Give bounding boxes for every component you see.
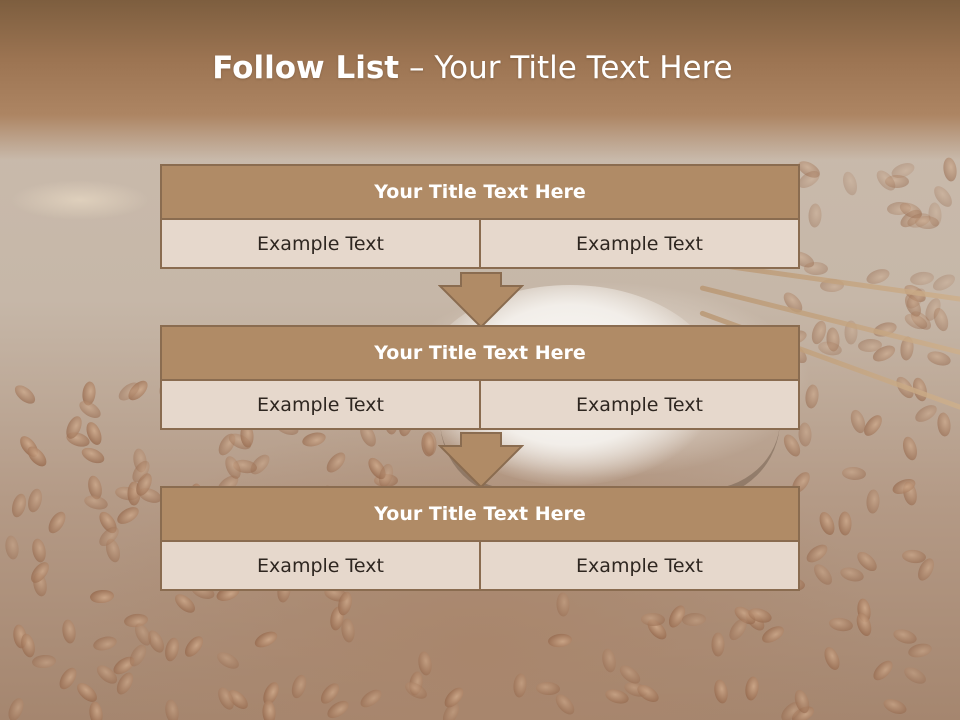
wheat-grain [803,540,831,566]
wheat-grain [743,675,761,702]
wheat-grain [712,678,730,705]
wheat-grain [600,647,618,674]
wheat-ear-image [10,180,150,220]
wheat-grain [853,610,874,638]
block-title: Your Title Text Here [160,164,800,220]
wheat-grain [901,663,929,687]
wheat-grain [91,634,119,653]
wheat-grain [26,486,45,514]
title-band [0,0,960,160]
wheat-grain [860,411,886,439]
block-title: Your Title Text Here [160,486,800,542]
wheat-grain [725,615,750,644]
wheat-grain [808,202,822,228]
wheat-grain [535,680,561,696]
wheat-grain [511,672,528,699]
wheat-grain [821,644,843,672]
wheat-grain [839,564,866,584]
list-block: Your Title Text Here Example Text Exampl… [160,325,800,430]
wheat-grain [552,691,578,719]
wheat-grain [900,435,920,463]
wheat-grain [881,696,909,717]
wheat-grain [402,678,430,702]
block-row: Example Text Example Text [160,542,800,591]
wheat-grain [11,381,39,407]
wheat-grain [711,632,725,657]
wheat-grain [252,628,280,651]
wheat-grain [634,681,662,706]
wheat-grain [810,560,836,588]
list-block: Your Title Text Here Example Text Exampl… [160,486,800,591]
wheat-grain [31,653,57,669]
list-block: Your Title Text Here Example Text Exampl… [160,164,800,269]
wheat-grain [4,695,27,720]
wheat-grain [936,411,952,437]
down-arrow-icon [438,272,524,328]
wheat-grain [214,648,242,673]
wheat-grain [842,466,867,482]
block-cell-left: Example Text [160,381,481,430]
wheat-grain [840,170,860,197]
wheat-grain [901,548,927,564]
wheat-grain [79,445,107,467]
block-row: Example Text Example Text [160,220,800,269]
wheat-grain [870,657,897,684]
slide-title: Follow List – Your Title Text Here [0,50,945,86]
wheat-grain [87,700,105,720]
wheat-grain [18,632,37,660]
wheat-grain [60,618,78,644]
wheat-grain [261,700,277,720]
wheat-grain [912,402,940,426]
wheat-grain [817,509,838,537]
wheat-grain [162,636,181,663]
wheat-grain [681,612,707,627]
wheat-grain [891,626,919,646]
wheat-grain [885,174,910,188]
wheat-grain [89,589,115,605]
block-cell-right: Example Text [481,220,800,269]
wheat-grain [300,429,327,449]
wheat-grain [23,443,50,470]
wheat-grain [289,672,309,700]
wheat-grain [114,503,143,528]
block-cell-right: Example Text [481,542,800,591]
wheat-grain [82,493,110,513]
wheat-grain [941,156,959,183]
wheat-grain [181,633,207,661]
wheat-grain [828,616,855,634]
wheat-grain [30,537,48,564]
wheat-grain [323,449,350,477]
block-cell-left: Example Text [160,220,481,269]
wheat-grain [44,508,69,537]
wheat-grain [547,633,573,649]
block-title: Your Title Text Here [160,325,800,381]
wheat-grain [9,491,28,519]
wheat-grain [865,489,881,515]
wheat-grain [556,592,571,617]
wheat-grain [4,534,21,561]
down-arrow-icon [438,432,524,488]
block-row: Example Text Example Text [160,381,800,430]
block-cell-left: Example Text [160,542,481,591]
slide-title-rest: – Your Title Text Here [399,50,733,86]
slide-title-bold: Follow List [212,50,400,86]
wheat-grain [357,686,385,711]
block-cell-right: Example Text [481,381,800,430]
wheat-grain [838,511,852,536]
wheat-grain [163,698,181,720]
